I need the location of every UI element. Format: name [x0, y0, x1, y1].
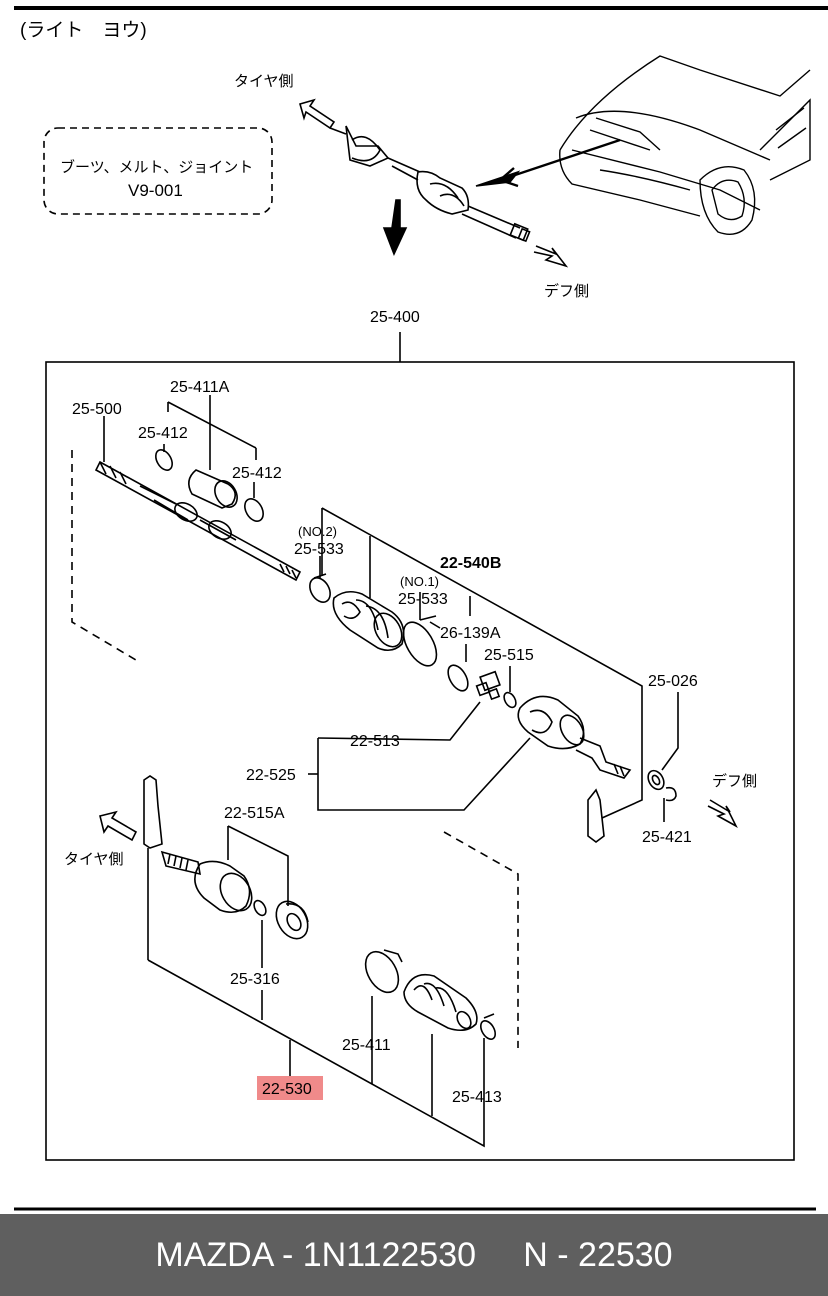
pin-tool-left — [143, 775, 163, 849]
ring-25-515 — [503, 691, 517, 709]
dashed-enclosure-upper — [71, 450, 137, 661]
overview-shaft — [329, 125, 531, 243]
inner-race-22-515A — [275, 900, 309, 940]
label-25-500: 25-500 — [72, 401, 122, 418]
main-frame — [45, 361, 795, 1161]
label-25-411: 25-411 — [342, 1037, 391, 1054]
tire-side-arrow-icon-lower — [99, 810, 138, 842]
diff-side-label-top: デフ側 — [544, 282, 589, 300]
pin-tool-right — [587, 788, 605, 843]
tire-side-label-top: タイヤ側 — [234, 73, 294, 90]
boot-inner — [332, 590, 405, 652]
note-line1: ブーツ、メルト、ジョイント — [60, 158, 253, 176]
car-sketch — [559, 55, 811, 235]
label-no2: (NO.2) — [298, 524, 337, 539]
snap-ring-26-139A — [447, 664, 469, 692]
clip-25-421 — [665, 786, 677, 802]
ring-25-316 — [253, 899, 267, 917]
label-22-530[interactable]: 22-530 — [262, 1081, 312, 1098]
label-26-139A: 26-139A — [440, 625, 501, 642]
parts-diagram: (ライト ヨウ) ブーツ、メルト、ジョイント V9-001 タイヤ側 デフ側 — [14, 6, 828, 1211]
label-25-411A: 25-411A — [170, 379, 230, 396]
label-22-513: 22-513 — [350, 733, 400, 750]
outer-joint-22-530 — [160, 850, 253, 914]
label-25-421: 25-421 — [642, 829, 692, 846]
label-25-412-right: 25-412 — [232, 465, 282, 482]
dashed-enclosure-lower — [443, 831, 519, 1048]
tire-side-label-lower: タイヤ側 — [64, 851, 124, 868]
clamp-25-533-no1 — [402, 621, 438, 667]
side-label: (ライト ヨウ) — [20, 20, 147, 41]
diff-side-arrow-icon-top — [533, 245, 569, 268]
clamp-25-412-right — [244, 498, 264, 522]
label-25-413: 25-413 — [452, 1089, 502, 1106]
note-box — [43, 127, 273, 215]
label-25-533-no1: 25-533 — [398, 591, 448, 608]
note-line2: V9-001 — [128, 181, 183, 200]
label-22-515A: 22-515A — [224, 805, 285, 822]
footer-text: MAZDA - 1N1122530 N - 22530 — [155, 1235, 673, 1274]
clamp-25-413 — [479, 1020, 497, 1040]
label-25-026: 25-026 — [648, 673, 698, 690]
label-25-515: 25-515 — [484, 647, 534, 664]
diff-side-label-lower: デフ側 — [712, 772, 757, 790]
footer-bar: MAZDA - 1N1122530 N - 22530 — [0, 1214, 828, 1296]
clamp-25-411 — [364, 949, 403, 994]
diff-side-arrow-icon-lower — [707, 799, 738, 828]
outer-housing-22-525 — [517, 695, 632, 779]
label-no1: (NO.1) — [400, 574, 439, 589]
clamp-25-412-left — [155, 449, 173, 471]
shaft-25-500 — [94, 460, 302, 582]
bracket-lines-lower — [147, 825, 485, 1148]
label-22-525: 22-525 — [246, 767, 296, 784]
boot-outer — [403, 973, 478, 1032]
highlight-22-530 — [257, 1076, 323, 1100]
bracket-lines-upper — [103, 395, 679, 822]
down-arrow-icon — [382, 199, 408, 257]
tripod-joint-25-515 — [475, 670, 501, 701]
label-25-533-no2: 25-533 — [294, 541, 344, 558]
damper-25-411A — [188, 469, 238, 509]
assembly-code: 25-400 — [370, 309, 420, 326]
clamp-25-533-no2 — [309, 577, 331, 603]
tire-side-arrow-icon — [299, 98, 336, 130]
seal-25-026 — [647, 769, 665, 791]
label-22-540B: 22-540B — [440, 555, 501, 572]
label-25-412-left: 25-412 — [138, 425, 188, 442]
label-25-316: 25-316 — [230, 971, 280, 988]
